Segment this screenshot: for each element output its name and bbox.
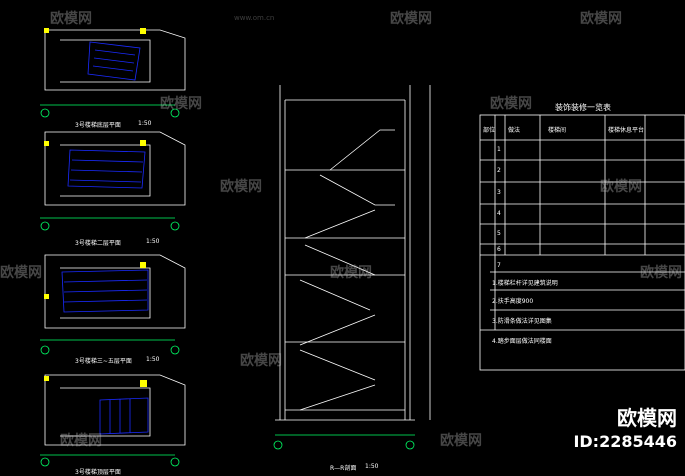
table-row-1: 1	[497, 146, 501, 153]
table-note-3: 3.防滑条做法详见图集	[492, 318, 552, 325]
watermark: 欧模网	[50, 11, 92, 27]
plan-2	[40, 131, 186, 231]
watermark: 欧模网	[440, 433, 482, 449]
table-row-2: 2	[497, 167, 501, 174]
watermark: 欧模网	[600, 179, 642, 195]
table-row-4: 4	[497, 210, 501, 217]
plan-label-3: 3号楼梯三~五层平面	[75, 358, 132, 365]
plan-label-2: 3号楼梯二层平面	[75, 240, 121, 247]
table-header-0: 部位	[483, 127, 496, 134]
plan-label-1: 3号楼梯底层平面	[75, 122, 121, 129]
table-header-2: 楼梯间	[548, 127, 567, 134]
watermark: 欧模网	[640, 265, 682, 281]
table-title: 装饰装修一览表	[555, 103, 611, 112]
plan-label-4: 3号楼梯顶层平面	[75, 469, 121, 476]
watermark: www.om.cn	[234, 14, 275, 22]
table-note-2: 2.扶手高度900	[492, 298, 534, 305]
section-view	[273, 85, 431, 450]
plan-3	[40, 254, 186, 355]
plan-scale-1: 1:50	[138, 120, 152, 127]
plan-scale-2: 1:50	[146, 238, 160, 245]
table-note-1: 1.楼梯栏杆详见建筑说明	[492, 280, 558, 287]
watermark: 欧模网	[0, 265, 42, 281]
brand-name: 欧模网	[617, 406, 677, 430]
plan-4	[40, 374, 186, 467]
watermark: 欧模网	[490, 96, 532, 112]
table-header-3: 楼梯休息平台	[608, 127, 645, 134]
table-note-4: 4.踏步面层做法同楼面	[492, 338, 552, 345]
watermark: 欧模网	[330, 265, 372, 281]
table-row-6: 6	[497, 246, 501, 253]
plan-scale-3: 1:50	[146, 356, 160, 363]
brand-id: ID:2285446	[573, 432, 677, 451]
table-row-3: 3	[497, 189, 501, 196]
watermark: 欧模网	[60, 433, 102, 449]
plan-1	[40, 28, 186, 118]
table-header-1: 做法	[508, 127, 521, 134]
watermark: 欧模网	[390, 11, 432, 27]
table-row-7: 7	[497, 262, 501, 269]
watermark: 欧模网	[220, 179, 262, 195]
table-grid	[479, 114, 685, 371]
watermark: 欧模网	[240, 353, 282, 369]
watermark: 欧模网	[580, 11, 622, 27]
table-row-5: 5	[497, 230, 501, 237]
section-label: R—R剖面	[330, 465, 357, 472]
section-scale: 1:50	[365, 463, 379, 470]
watermark: 欧模网	[160, 96, 202, 112]
